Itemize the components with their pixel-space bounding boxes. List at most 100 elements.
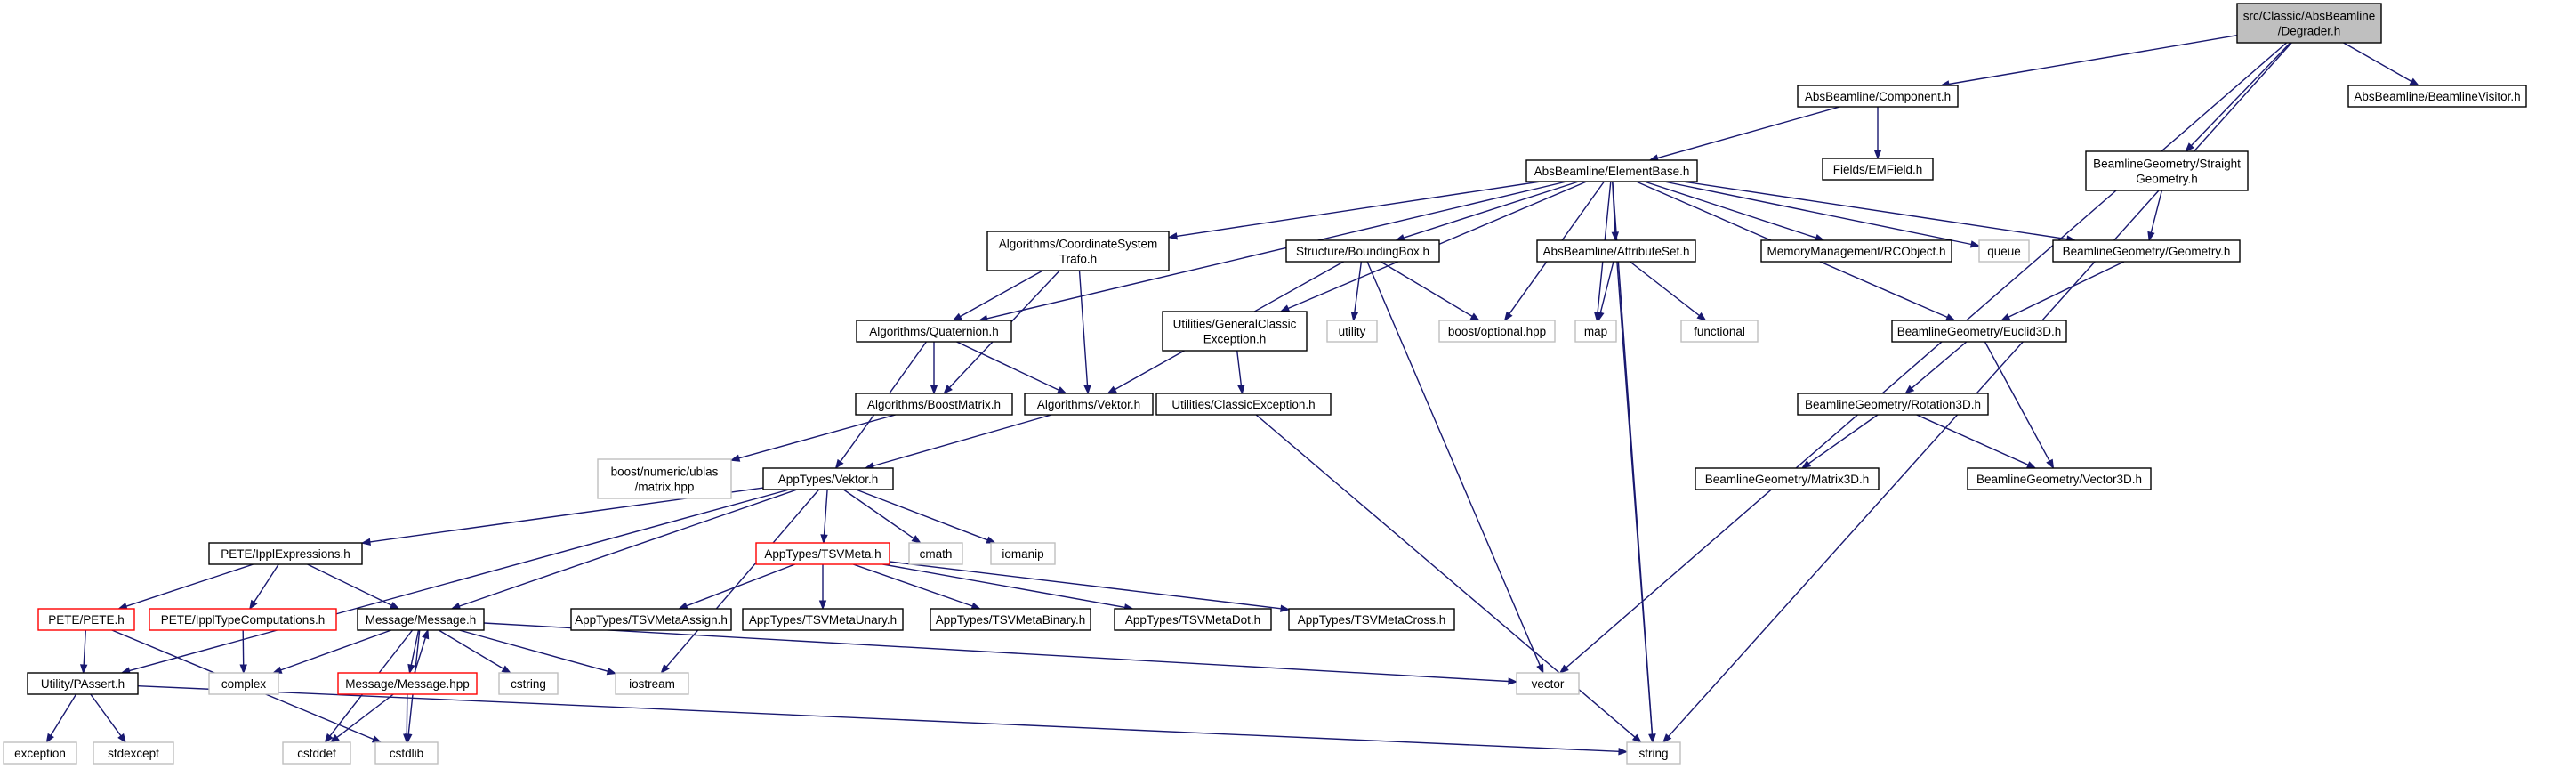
node-functional[interactable]: functional bbox=[1680, 320, 1759, 343]
node-tsvassign[interactable]: AppTypes/TSVMetaAssign.h bbox=[570, 608, 732, 631]
edge-attributeset-to-string bbox=[1616, 261, 1656, 744]
node-cstring[interactable]: cstring bbox=[498, 672, 559, 695]
node-box bbox=[1574, 320, 1617, 343]
node-ublasmatrix[interactable]: boost/numeric/ublas/matrix.hpp bbox=[597, 458, 732, 499]
node-label: queue bbox=[1987, 245, 2021, 258]
node-box bbox=[374, 741, 439, 765]
node-iostream[interactable]: iostream bbox=[615, 672, 689, 695]
node-cmath[interactable]: cmath bbox=[908, 542, 963, 565]
edge-ipplexpr-to-messageh bbox=[307, 563, 400, 610]
node-label: Utilities/GeneralClassic bbox=[1173, 318, 1297, 331]
node-box bbox=[357, 608, 485, 631]
edge-messagehpp-to-messageh bbox=[414, 628, 430, 674]
node-string[interactable]: string bbox=[1626, 741, 1681, 765]
node-box bbox=[1024, 393, 1154, 416]
node-algvektor[interactable]: Algorithms/Vektor.h bbox=[1024, 393, 1154, 416]
node-cstddef[interactable]: cstddef bbox=[282, 741, 351, 765]
node-quaternion[interactable]: Algorithms/Quaternion.h bbox=[856, 320, 1012, 343]
node-messageh[interactable]: Message/Message.h bbox=[357, 608, 485, 631]
edge-elementbase-to-geometry bbox=[1682, 181, 2077, 243]
node-pete[interactable]: PETE/PETE.h bbox=[37, 608, 135, 631]
node-tsvbinary[interactable]: AppTypes/TSVMetaBinary.h bbox=[930, 608, 1091, 631]
node-tsvmeta[interactable]: AppTypes/TSVMeta.h bbox=[755, 542, 890, 565]
node-label: BeamlineGeometry/Rotation3D.h bbox=[1805, 398, 1981, 411]
node-label: AppTypes/TSVMetaAssign.h bbox=[575, 613, 728, 627]
node-box bbox=[282, 741, 351, 765]
node-label: exception bbox=[14, 747, 66, 760]
node-label: AbsBeamline/ElementBase.h bbox=[1534, 165, 1690, 178]
node-exception[interactable]: exception bbox=[3, 741, 77, 765]
node-box bbox=[1438, 320, 1556, 343]
node-tsvcross[interactable]: AppTypes/TSVMetaCross.h bbox=[1288, 608, 1455, 631]
node-vector[interactable]: vector bbox=[1516, 672, 1580, 695]
node-label: complex bbox=[221, 677, 267, 691]
node-tsvdot[interactable]: AppTypes/TSVMetaDot.h bbox=[1114, 608, 1272, 631]
node-label: cmath bbox=[920, 547, 953, 561]
node-iomanip[interactable]: iomanip bbox=[990, 542, 1056, 565]
node-rotation3d[interactable]: BeamlineGeometry/Rotation3D.h bbox=[1797, 393, 1989, 416]
edge-apptvektor-to-passert bbox=[120, 489, 790, 675]
node-attributeset[interactable]: AbsBeamline/AttributeSet.h bbox=[1536, 239, 1696, 263]
node-euclid3d[interactable]: BeamlineGeometry/Euclid3D.h bbox=[1891, 320, 2067, 343]
node-tsvunary[interactable]: AppTypes/TSVMetaUnary.h bbox=[742, 608, 904, 631]
node-box bbox=[1326, 320, 1378, 343]
node-matrix3d[interactable]: BeamlineGeometry/Matrix3D.h bbox=[1695, 467, 1880, 490]
node-label: AppTypes/TSVMetaUnary.h bbox=[749, 613, 897, 627]
node-box bbox=[3, 741, 77, 765]
node-label: AppTypes/Vektor.h bbox=[778, 473, 879, 486]
edge-elementbase-to-string bbox=[1612, 181, 1656, 744]
edge-coordtrafo-to-quaternion bbox=[952, 270, 1043, 321]
node-box bbox=[986, 231, 1170, 271]
node-label: cstddef bbox=[297, 747, 336, 760]
node-box bbox=[37, 608, 135, 631]
node-label: /matrix.hpp bbox=[635, 481, 695, 494]
node-box bbox=[1162, 311, 1308, 352]
node-ippltypecomp[interactable]: PETE/IpplTypeComputations.h bbox=[149, 608, 337, 631]
node-component[interactable]: AbsBeamline/Component.h bbox=[1797, 85, 1959, 108]
node-label: boost/numeric/ublas bbox=[611, 465, 719, 479]
node-box bbox=[856, 320, 1012, 343]
node-label: PETE/IpplTypeComputations.h bbox=[161, 613, 326, 627]
edge-ipplexpr-to-pete bbox=[117, 563, 254, 611]
node-box bbox=[1822, 158, 1934, 181]
node-boundingbox[interactable]: Structure/BoundingBox.h bbox=[1285, 239, 1440, 263]
node-map[interactable]: map bbox=[1574, 320, 1617, 343]
node-label: iomanip bbox=[1002, 547, 1043, 561]
node-box bbox=[908, 542, 963, 565]
edge-boostmatrix-to-ublasmatrix bbox=[729, 414, 896, 462]
node-box bbox=[1680, 320, 1759, 343]
node-messagehpp[interactable]: Message/Message.hpp bbox=[337, 672, 478, 695]
node-geometry[interactable]: BeamlineGeometry/Geometry.h bbox=[2052, 239, 2241, 263]
node-rcobject[interactable]: MemoryManagement/RCObject.h bbox=[1760, 239, 1952, 263]
node-label: Exception.h bbox=[1203, 333, 1267, 346]
node-label: BeamlineGeometry/Geometry.h bbox=[2063, 245, 2231, 258]
node-beamlinevisitor[interactable]: AbsBeamline/BeamlineVisitor.h bbox=[2347, 85, 2527, 108]
node-boostoptional[interactable]: boost/optional.hpp bbox=[1438, 320, 1556, 343]
node-classicexc[interactable]: Utilities/ClassicException.h bbox=[1155, 393, 1332, 416]
node-box bbox=[1891, 320, 2067, 343]
node-utility[interactable]: utility bbox=[1326, 320, 1378, 343]
node-box bbox=[1114, 608, 1272, 631]
node-vector3d[interactable]: BeamlineGeometry/Vector3D.h bbox=[1967, 467, 2152, 490]
node-box bbox=[1797, 85, 1959, 108]
node-label: BeamlineGeometry/Euclid3D.h bbox=[1897, 325, 2062, 338]
node-emfield[interactable]: Fields/EMField.h bbox=[1822, 158, 1934, 181]
node-queue[interactable]: queue bbox=[1978, 239, 2030, 263]
node-box bbox=[1626, 741, 1681, 765]
node-cstdlib[interactable]: cstdlib bbox=[374, 741, 439, 765]
node-stdexcept[interactable]: stdexcept bbox=[93, 741, 174, 765]
node-label: Trafo.h bbox=[1059, 253, 1097, 266]
node-elementbase[interactable]: AbsBeamline/ElementBase.h bbox=[1525, 159, 1698, 182]
node-complex[interactable]: complex bbox=[208, 672, 279, 695]
node-boostmatrix[interactable]: Algorithms/BoostMatrix.h bbox=[855, 393, 1013, 416]
node-label: cstdlib bbox=[390, 747, 423, 760]
node-degrader[interactable]: src/Classic/AbsBeamline/Degrader.h bbox=[2236, 3, 2382, 44]
node-passert[interactable]: Utility/PAssert.h bbox=[27, 672, 139, 695]
node-box bbox=[762, 467, 894, 490]
node-apptvektor[interactable]: AppTypes/Vektor.h bbox=[762, 467, 894, 490]
node-ipplexpr[interactable]: PETE/IpplExpressions.h bbox=[208, 542, 363, 565]
edge-apptvektor-to-cmath bbox=[842, 489, 922, 544]
